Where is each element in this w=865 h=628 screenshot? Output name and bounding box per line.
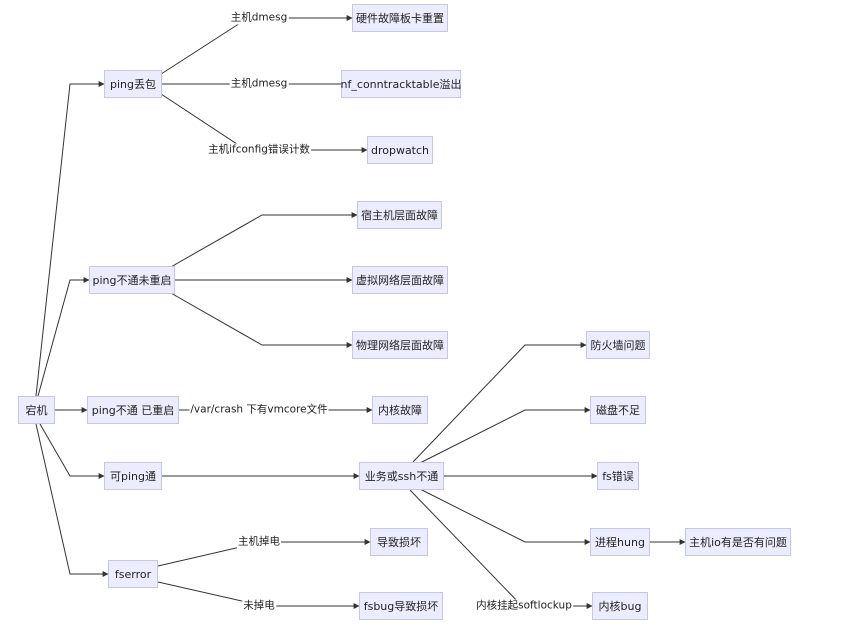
node-proc-hung: 进程hung <box>590 528 650 556</box>
node-root: 宕机 <box>18 396 55 424</box>
node-pnet-fault: 物理网络层面故障 <box>352 331 448 359</box>
node-firewall: 防火墙问题 <box>586 331 650 359</box>
edge-label-ifconfig: 主机ifconfig错误计数 <box>207 143 311 157</box>
edge-ping-loss-ifconfig <box>157 91 247 151</box>
edge-label-dmesg1: 主机dmesg <box>229 11 289 25</box>
node-ping-rebooted: ping不通 已重启 <box>87 396 179 424</box>
node-disk-full: 磁盘不足 <box>590 396 646 424</box>
edge-ping-no-reboot-host <box>161 212 358 273</box>
edge-root-ping-ok <box>39 423 105 479</box>
edge-root-ping-loss <box>35 81 105 397</box>
node-hw-reset: 硬件故障板卡重置 <box>352 4 448 32</box>
node-fserror: fserror <box>108 560 158 588</box>
node-data-loss: 导致损坏 <box>370 528 428 556</box>
edge-label-vmcore: /var/crash 下有vmcore文件 <box>189 403 329 417</box>
edge-svc-disk <box>417 407 591 465</box>
edge-ping-no-reboot-pnet <box>161 287 353 348</box>
node-kernel-bug: 内核bug <box>592 592 648 620</box>
node-vnet-fault: 虚拟网络层面故障 <box>352 266 448 294</box>
node-host-fault: 宿主机层面故障 <box>357 201 442 229</box>
edge-root-fserror <box>35 423 109 577</box>
edge-root-ping-no-reboot <box>37 277 90 397</box>
node-ping-loss: ping丢包 <box>104 70 162 98</box>
node-fsbug-loss: fsbug导致损坏 <box>359 592 443 620</box>
edge-label-softlockup: 内核挂起softlockup <box>475 599 573 613</box>
node-nf-overflow: nf_conntracktable溢出 <box>341 70 461 98</box>
node-host-io: 主机io有是否有问题 <box>685 528 791 556</box>
edge-ping-loss-dmesg1 <box>157 17 249 77</box>
edge-label-dmesg2: 主机dmesg <box>229 77 289 91</box>
edge-svc-firewall <box>412 342 587 463</box>
node-fs-error: fs错误 <box>597 462 639 490</box>
node-dropwatch: dropwatch <box>367 136 433 164</box>
edge-label-power-off: 主机掉电 <box>237 535 281 549</box>
node-ping-ok: 可ping通 <box>104 462 162 490</box>
edge-label-no-power-off: 未掉电 <box>242 599 276 613</box>
node-kernel-fault: 内核故障 <box>372 396 428 424</box>
node-ping-no-reboot: ping不通未重启 <box>89 266 175 294</box>
edge-svc-proc-hung <box>417 487 591 545</box>
node-svc-ssh: 业务或ssh不通 <box>359 462 444 490</box>
edge-svc-softlockup <box>409 489 523 607</box>
